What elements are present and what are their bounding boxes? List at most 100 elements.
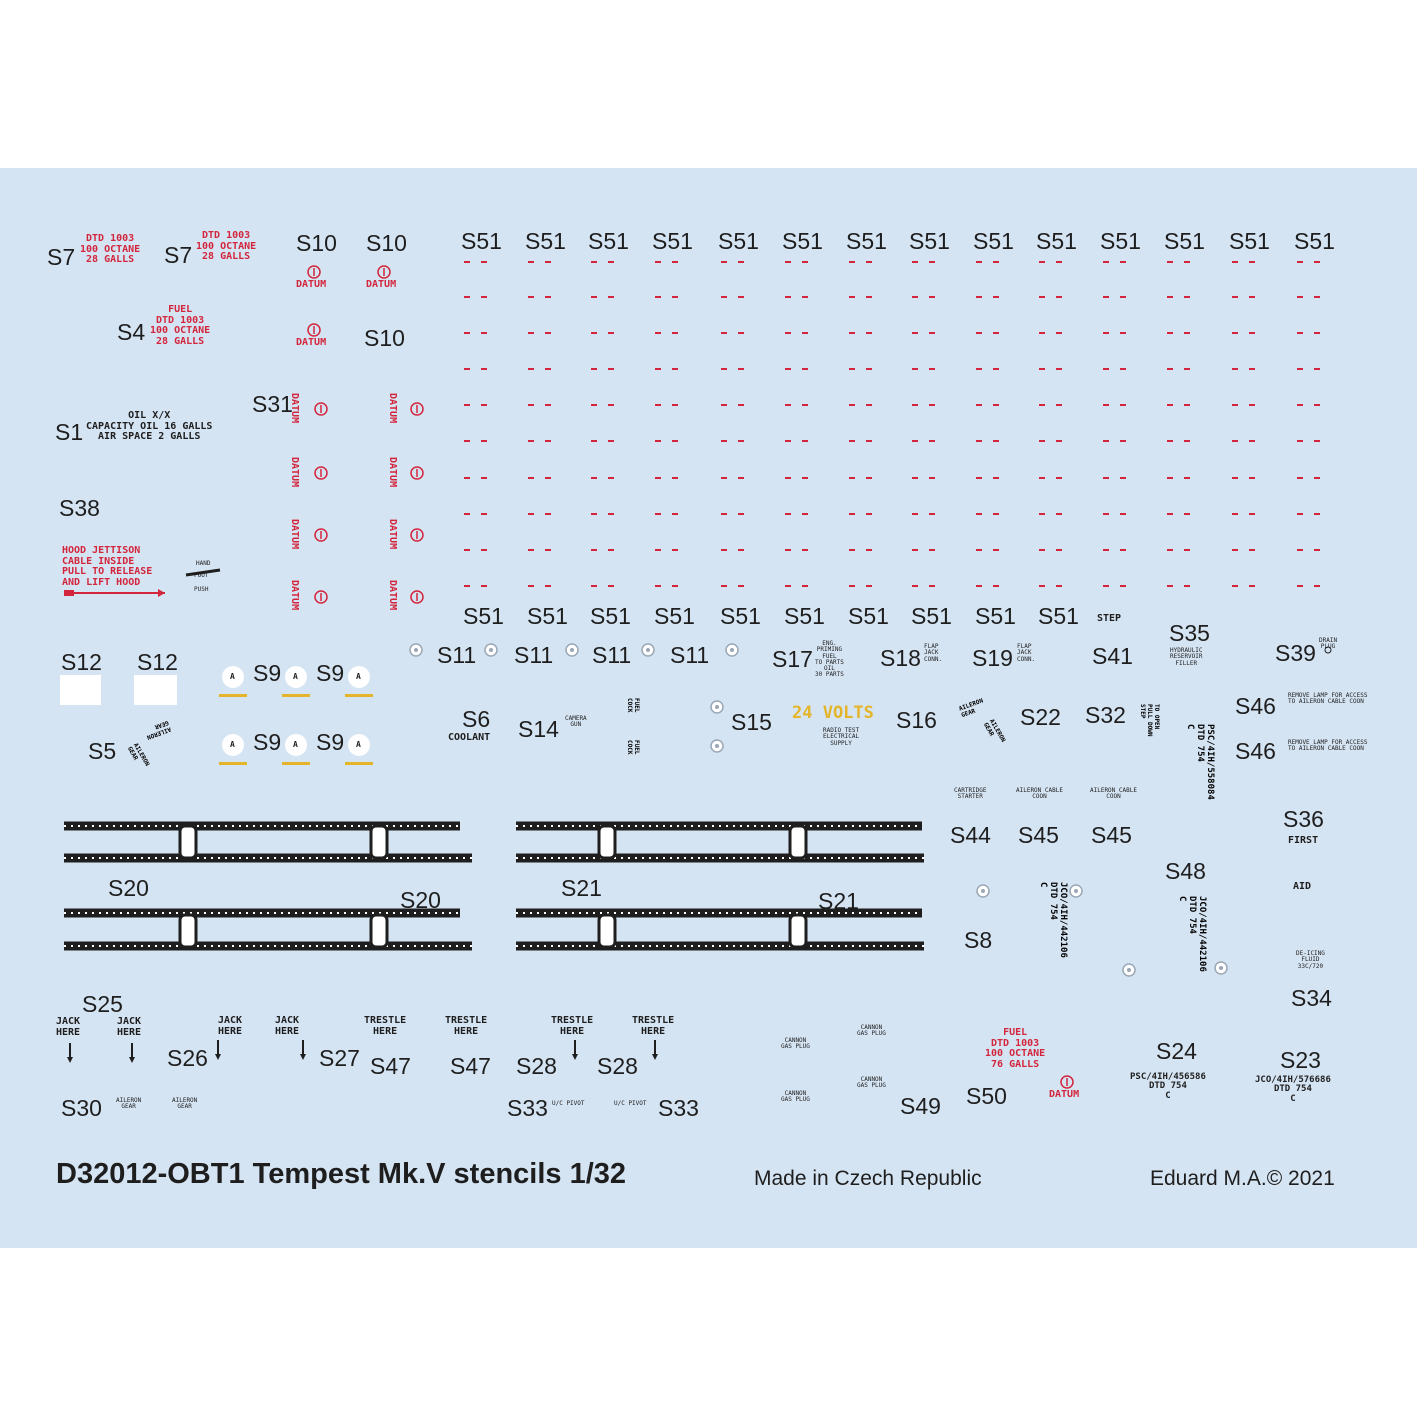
datum-text: DATUM: [296, 279, 327, 290]
aileron-gear-stencil: AILERON GEAR: [116, 1097, 142, 1111]
label-s51: S51: [461, 228, 502, 254]
badge-underline: [219, 694, 247, 697]
flap-jack-stencil: FLAP JACK CONN.: [1017, 643, 1036, 663]
rivet-center: [715, 705, 719, 709]
label-s10: S10: [364, 325, 405, 351]
datum-circle: [314, 402, 328, 416]
label-s17: S17: [772, 646, 813, 672]
badge-underline: [345, 762, 373, 765]
trestle-here-stencil: TRESTLE HERE: [445, 1015, 488, 1037]
trestle-here-stencil: TRESTLE HERE: [632, 1015, 675, 1037]
jack-here-stencil: JACK HERE: [275, 1015, 300, 1037]
datum-circle: [410, 528, 424, 542]
datum-text: DATUM: [1049, 1089, 1080, 1100]
label-s28: S28: [516, 1053, 557, 1079]
jack-arrow-head: [652, 1054, 658, 1060]
label-s24: S24: [1156, 1038, 1197, 1064]
rivet-center: [730, 648, 734, 652]
label-s21: S21: [818, 888, 859, 914]
label-s20: S20: [108, 875, 149, 901]
cannon-gas-plug: CANNON GAS PLUG: [857, 1076, 886, 1090]
label-s51: S51: [975, 603, 1016, 629]
rivet-center: [414, 648, 418, 652]
badge-letter: A: [356, 672, 361, 681]
belt-buckle: [788, 824, 808, 860]
jco-serial-vertical: JCO/4IH/442106 DTD 754 C: [1038, 882, 1068, 958]
label-s47: S47: [370, 1053, 411, 1079]
datum-text: DATUM: [366, 279, 397, 290]
rivet-center: [489, 648, 493, 652]
belt-buckle: [178, 824, 198, 860]
label-s14: S14: [518, 716, 559, 742]
drain-plug-stencil: DRAIN PLUG: [1319, 637, 1338, 651]
label-s51: S51: [720, 603, 761, 629]
badge-letter: A: [293, 740, 298, 749]
label-s33: S33: [507, 1095, 548, 1121]
drain-plug-icon: [1324, 646, 1332, 654]
badge-letter: A: [230, 672, 235, 681]
label-s36: S36: [1283, 806, 1324, 832]
label-s51: S51: [654, 603, 695, 629]
cartridge-starter-stencil: CARTRIDGE STARTER: [954, 787, 987, 801]
label-s51: S51: [588, 228, 629, 254]
label-s47: S47: [450, 1053, 491, 1079]
push-text: PUSH: [194, 586, 209, 593]
belt-buckle: [788, 913, 808, 949]
fuel-stencil-s4: FUEL DTD 1003 100 OCTANE 28 GALLS: [150, 304, 211, 347]
sheet-title: D32012-OBT1 Tempest Mk.V stencils 1/32: [56, 1158, 627, 1190]
belt-buckle: [369, 913, 389, 949]
s12-data-plate: [60, 675, 101, 705]
belt-buckle: [597, 824, 617, 860]
datum-text: DATUM: [296, 337, 327, 348]
badge-underline: [282, 762, 310, 765]
label-s34: S34: [1291, 985, 1332, 1011]
label-s51: S51: [1294, 228, 1335, 254]
badge-letter: A: [230, 740, 235, 749]
jack-here-stencil: JACK HERE: [218, 1015, 243, 1037]
uc-pivot-stencil: U/C PIVOT: [614, 1100, 647, 1107]
datum-vertical: DATUM: [387, 580, 398, 611]
label-s9: S9: [316, 660, 345, 686]
step-text: STEP: [1097, 613, 1122, 624]
label-s21: S21: [561, 875, 602, 901]
rivet-center: [570, 648, 574, 652]
label-s11: S11: [437, 642, 477, 668]
datum-vertical: DATUM: [289, 519, 300, 550]
label-s10: S10: [296, 230, 337, 256]
label-s12: S12: [137, 649, 178, 675]
trestle-here-stencil: TRESTLE HERE: [364, 1015, 407, 1037]
datum-circle: [410, 590, 424, 604]
aid-text: AID: [1293, 881, 1312, 892]
cannon-gas-plug: CANNON GAS PLUG: [781, 1037, 810, 1051]
label-s44: S44: [950, 822, 991, 848]
label-s30: S30: [61, 1095, 102, 1121]
badge-circle: [222, 734, 244, 756]
hood-arrow-tail: [64, 590, 74, 596]
copyright-text: Eduard M.A.© 2021: [1150, 1167, 1335, 1190]
label-s51: S51: [911, 603, 952, 629]
aileron-cable-stencil: AILERON CABLE COON: [1090, 787, 1137, 801]
remove-lamp-stencil: REMOVE LAMP FOR ACCESS TO AILERON CABLE …: [1288, 692, 1368, 706]
label-s11: S11: [514, 642, 554, 668]
aileron-cable-stencil: AILERON CABLE COON: [1016, 787, 1063, 801]
24-volts-stencil: 24 VOLTS: [792, 703, 874, 723]
label-s23: S23: [1280, 1047, 1321, 1073]
rivet-center: [1127, 968, 1131, 972]
badge-underline: [345, 694, 373, 697]
fuel-stencil-s7b: DTD 1003 100 OCTANE 28 GALLS: [196, 230, 257, 262]
foot-text: FOOT: [194, 572, 209, 579]
datum-circle: [307, 323, 321, 337]
label-s51: S51: [782, 228, 823, 254]
badge-underline: [282, 694, 310, 697]
label-s6: S6: [462, 706, 491, 732]
label-s20: S20: [400, 887, 441, 913]
rivet-center: [646, 648, 650, 652]
label-s41: S41: [1092, 643, 1133, 669]
label-s51: S51: [525, 228, 566, 254]
badge-circle: [222, 666, 244, 688]
belt-buckle: [178, 913, 198, 949]
label-s27: S27: [319, 1045, 360, 1071]
rivet-rings: [409, 643, 1228, 977]
badge-underline: [219, 762, 247, 765]
